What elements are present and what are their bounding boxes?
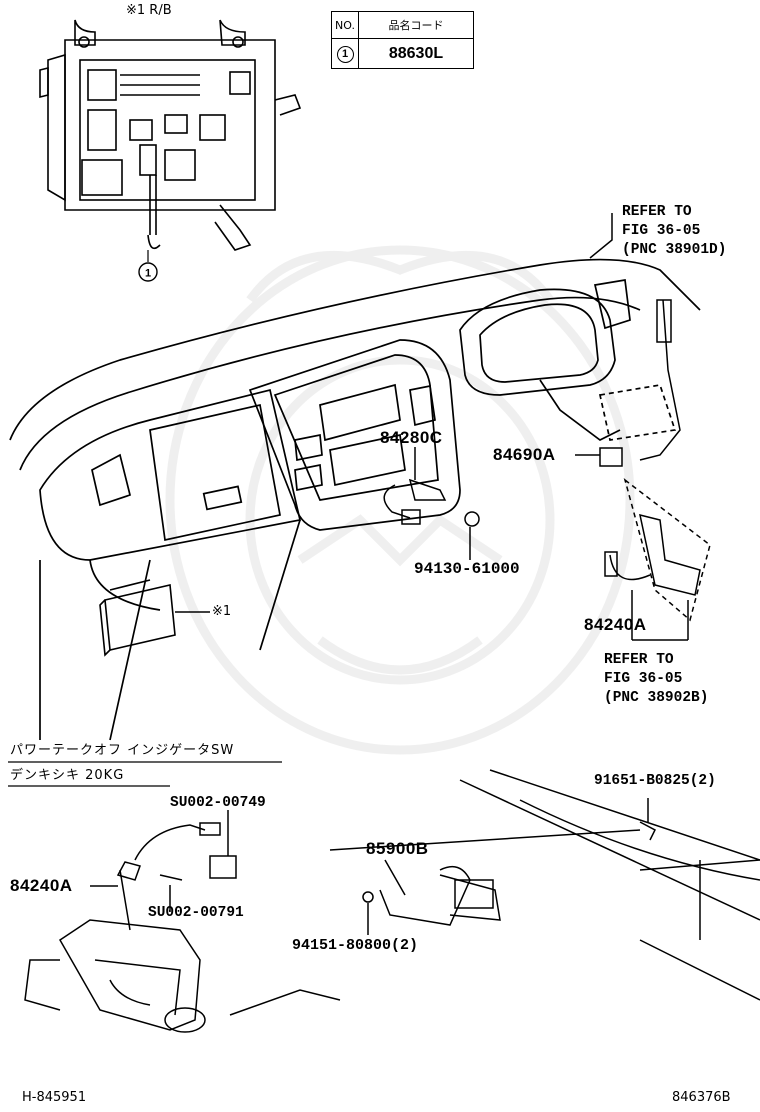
reference-lower-line-1: REFER TO <box>604 652 674 668</box>
table-row-no: 1 <box>331 38 359 69</box>
reference-upper-line-3: (PNC 38901D) <box>622 242 727 258</box>
part-number-84240a-upper[interactable]: 84240A <box>584 615 647 634</box>
part-number-84240a-lower[interactable]: 84240A <box>10 876 73 895</box>
note-line-1: パワーテークオフ インジゲータSW <box>10 743 235 758</box>
table-header-code: 品名コード <box>358 11 474 39</box>
reference-lower-line-3: (PNC 38902B) <box>604 690 709 706</box>
switch-84690a <box>575 447 623 467</box>
floor-panel <box>329 769 760 1001</box>
part-number-91651-b0825[interactable]: 91651-B0825(2) <box>594 773 716 789</box>
part-number-84690a[interactable]: 84690A <box>493 445 556 464</box>
relay-block-label: ※1 R/B <box>126 3 172 18</box>
table-header-no: NO. <box>331 11 359 39</box>
footer-right-code: 846376B <box>672 1090 731 1105</box>
relay-block <box>39 19 302 282</box>
instrument-panel <box>9 258 701 741</box>
row-number-circle: 1 <box>336 46 354 63</box>
switch-84280c <box>383 447 480 560</box>
transfer-case <box>24 810 341 1033</box>
part-number-84280c[interactable]: 84280C <box>380 428 443 447</box>
parts-code-table: NO. 品名コード 1 88630L <box>331 11 474 69</box>
reference-upper-line-2: FIG 36-05 <box>622 223 701 239</box>
reference-wire-upper <box>589 213 681 461</box>
part-number-85900b[interactable]: 85900B <box>366 839 429 858</box>
control-unit <box>99 579 210 657</box>
part-number-94130-61000[interactable]: 94130-61000 <box>414 560 520 578</box>
part-number-su002-00749[interactable]: SU002-00749 <box>170 795 266 811</box>
watermark-emblem <box>165 245 635 755</box>
reference-lower-line-2: FIG 36-05 <box>604 671 683 687</box>
reference-lower: REFER TO FIG 36-05 (PNC 38902B) <box>604 651 708 708</box>
part-number-94151-80800[interactable]: 94151-80800(2) <box>292 937 419 954</box>
relay-callout-number: 1 <box>145 268 151 280</box>
reference-upper: REFER TO FIG 36-05 (PNC 38901D) <box>622 203 726 260</box>
table-row-code: 88630L <box>358 38 474 69</box>
note-line-2: デンキシキ 20KG <box>10 768 125 783</box>
sensor-bracket-84240a <box>604 478 711 641</box>
control-unit-marker: ※1 <box>212 604 232 619</box>
reference-upper-line-1: REFER TO <box>622 204 692 220</box>
part-number-su002-00791[interactable]: SU002-00791 <box>148 905 244 921</box>
footer-left-code: H-845951 <box>22 1090 87 1105</box>
